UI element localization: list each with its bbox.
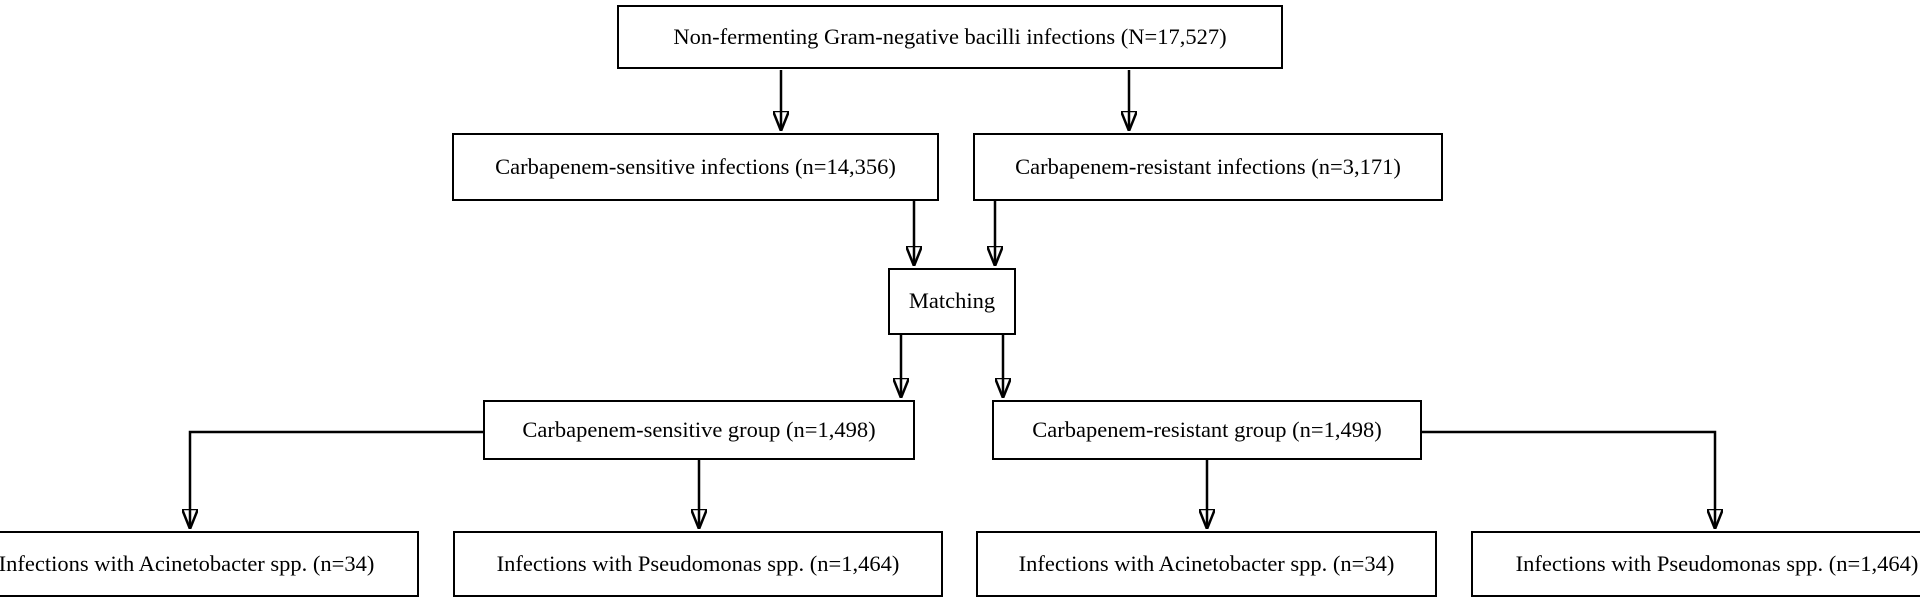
node-resistant-acinetobacter-infections-label: Infections with Acinetobacter spp. (n=34…: [1018, 550, 1395, 576]
node-carbapenem-sensitive-group: Carbapenem-sensitive group (n=1,498): [483, 400, 915, 460]
edge-cs-group-to-cs-acinetobacter: [190, 430, 483, 529]
node-matching-label: Matching: [908, 288, 996, 314]
node-sensitive-acinetobacter-infections-label: Infections with Acinetobacter spp. (n=34…: [0, 550, 375, 576]
node-carbapenem-sensitive-infections: Carbapenem-sensitive infections (n=14,35…: [452, 133, 939, 201]
node-total-infections-label: Non-fermenting Gram-negative bacilli inf…: [673, 23, 1227, 49]
node-carbapenem-resistant-group: Carbapenem-resistant group (n=1,498): [992, 400, 1422, 460]
node-carbapenem-resistant-infections-label: Carbapenem-resistant infections (n=3,171…: [1015, 153, 1401, 179]
node-resistant-pseudomonas-infections: Infections with Pseudomonas spp. (n=1,46…: [1471, 531, 1920, 597]
node-resistant-pseudomonas-infections-label: Infections with Pseudomonas spp. (n=1,46…: [1515, 550, 1919, 576]
node-carbapenem-sensitive-infections-label: Carbapenem-sensitive infections (n=14,35…: [495, 153, 896, 179]
node-resistant-acinetobacter-infections: Infections with Acinetobacter spp. (n=34…: [976, 531, 1437, 597]
node-carbapenem-sensitive-group-label: Carbapenem-sensitive group (n=1,498): [522, 416, 876, 442]
node-total-infections: Non-fermenting Gram-negative bacilli inf…: [617, 5, 1283, 69]
node-sensitive-acinetobacter-infections: Infections with Acinetobacter spp. (n=34…: [0, 531, 419, 597]
node-carbapenem-resistant-infections: Carbapenem-resistant infections (n=3,171…: [973, 133, 1443, 201]
edge-cr-group-to-cr-pseudomonas: [1422, 430, 1715, 529]
node-matching: Matching: [888, 268, 1016, 335]
node-sensitive-pseudomonas-infections-label: Infections with Pseudomonas spp. (n=1,46…: [496, 550, 900, 576]
node-carbapenem-resistant-group-label: Carbapenem-resistant group (n=1,498): [1032, 416, 1382, 442]
node-sensitive-pseudomonas-infections: Infections with Pseudomonas spp. (n=1,46…: [453, 531, 943, 597]
